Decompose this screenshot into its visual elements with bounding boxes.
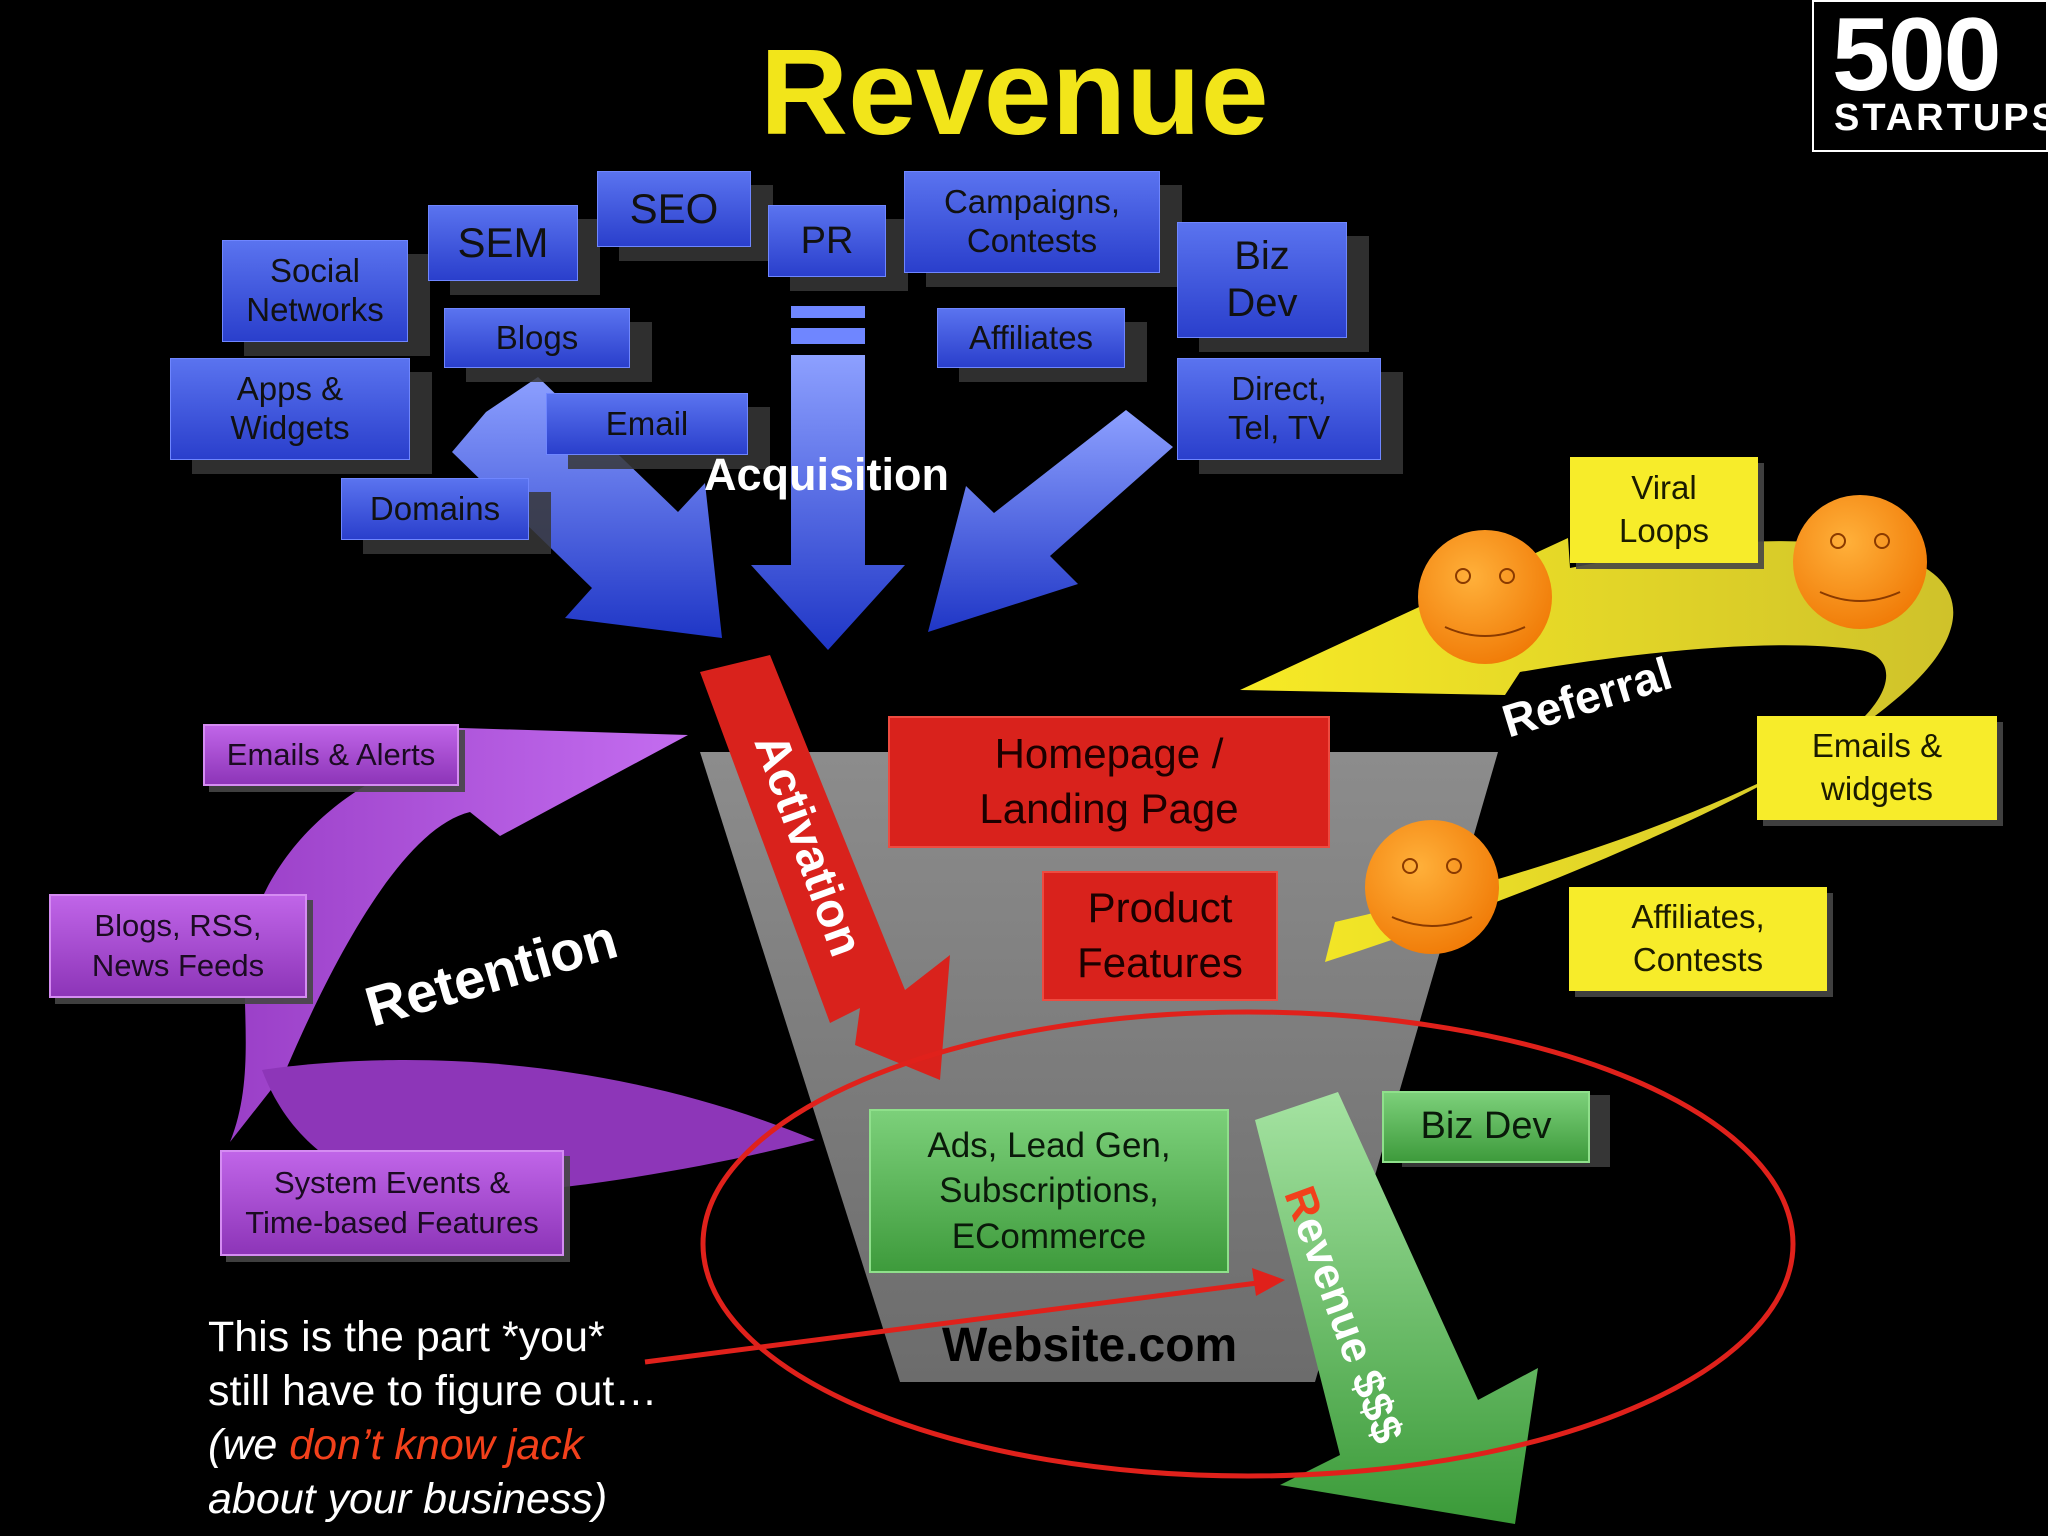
- homepage-landing-page-box: Homepage / Landing Page: [888, 716, 1330, 848]
- emails-widgets-box: Emails & widgets: [1757, 716, 1997, 820]
- note-line-1: This is the part *you*: [208, 1313, 605, 1361]
- product-features-box: Product Features: [1042, 871, 1278, 1001]
- 500-startups-logo: 500 STARTUPS: [1812, 0, 2048, 152]
- channel-affiliates: Affiliates: [937, 308, 1125, 368]
- pointer-arrow: [644, 1268, 1285, 1365]
- note-text: This is the part *you* still have to fig…: [208, 1310, 657, 1526]
- referral-loop: [1240, 538, 1954, 962]
- smiley-face-icon: [1418, 530, 1552, 664]
- acquisition-label: Acquisition: [704, 449, 949, 500]
- channel-domains: Domains: [341, 478, 529, 540]
- acquisition-arrow-left: [452, 377, 722, 638]
- channel-pr: PR: [768, 205, 886, 277]
- channel-apps-widgets: Apps & Widgets: [170, 358, 410, 460]
- note-line-2: still have to figure out…: [208, 1367, 658, 1415]
- note-line-3-start: (we: [208, 1421, 290, 1469]
- channel-biz-dev: Biz Dev: [1177, 222, 1347, 338]
- note-line-4: about your business): [208, 1475, 608, 1523]
- page-title: Revenue: [760, 24, 1269, 160]
- channel-email: Email: [546, 393, 748, 455]
- emails-alerts-box: Emails & Alerts: [203, 724, 459, 786]
- acquisition-arrow-right: [928, 410, 1173, 632]
- system-events-box: System Events & Time-based Features: [220, 1150, 564, 1256]
- focus-ellipse: [700, 1009, 1796, 1479]
- affiliates-contests-box: Affiliates, Contests: [1569, 887, 1827, 991]
- channel-sem: SEM: [428, 205, 578, 281]
- website-label: Website.com: [942, 1319, 1238, 1372]
- blogs-rss-news-feeds-box: Blogs, RSS, News Feeds: [49, 894, 307, 998]
- note-highlight: don’t know jack: [289, 1421, 584, 1469]
- channel-social-networks: Social Networks: [222, 240, 408, 342]
- acquisition-arrow-center: [751, 355, 905, 650]
- ads-lead-gen-box: Ads, Lead Gen, Subscriptions, ECommerce: [869, 1109, 1229, 1273]
- viral-loops-box: Viral Loops: [1570, 457, 1758, 563]
- revenue-biz-dev-box: Biz Dev: [1382, 1091, 1590, 1163]
- revenue-arrow: [1255, 1092, 1538, 1524]
- channel-blogs: Blogs: [444, 308, 630, 368]
- logo-word: STARTUPS: [1834, 97, 2048, 139]
- acquisition-arrows: [452, 306, 1173, 650]
- smiley-face-icon: [1365, 820, 1499, 954]
- note-line-3: (we don’t know jack: [208, 1418, 657, 1472]
- channel-direct-tel-tv: Direct, Tel, TV: [1177, 358, 1381, 460]
- activation-arrow: [700, 655, 950, 1080]
- channel-seo: SEO: [597, 171, 751, 247]
- channel-campaigns-contests: Campaigns, Contests: [904, 171, 1160, 273]
- logo-number: 500: [1832, 0, 2002, 113]
- smiley-face-icon: [1793, 495, 1927, 629]
